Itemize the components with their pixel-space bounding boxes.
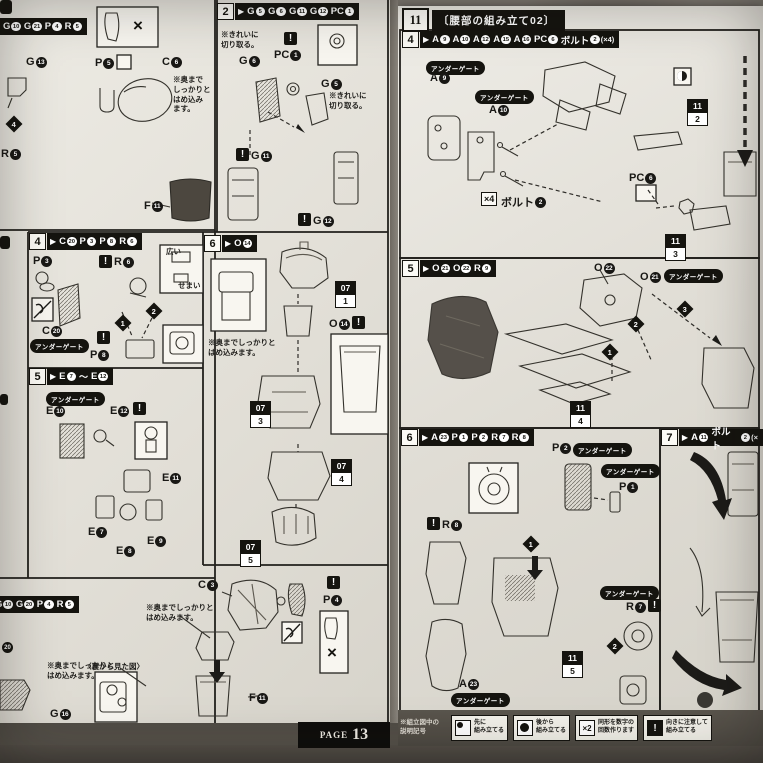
section-title: 〔腰部の組み立て02〕: [432, 9, 566, 31]
legend-item-orientation-warning: ! 向きに注意して 組み立てる: [643, 715, 712, 741]
legend-intro: ※組立図中の 説明記号: [400, 719, 439, 735]
assemble-first-icon: [455, 720, 471, 736]
legend-bar: ※組立図中の 説明記号 先に 組み立てる 後から 組み立てる ×2 同形を数字の…: [398, 710, 763, 746]
legend-item-assemble-first: 先に 組み立てる: [451, 715, 509, 741]
page-label: PAGE: [319, 730, 349, 740]
table-surface-bottom: [0, 745, 763, 763]
page-number-bar: PAGE 13: [298, 722, 390, 748]
section-header: 11 〔腰部の組み立て02〕: [402, 8, 566, 32]
legend-item-repeat-count: ×2 同形を数字の 回数作ります: [575, 715, 639, 741]
section-number: 11: [402, 8, 429, 32]
assemble-later-icon: [517, 720, 534, 736]
orientation-warning-icon: !: [647, 720, 664, 736]
legend-item-assemble-later: 後から 組み立てる: [513, 715, 571, 741]
page-gap: [390, 0, 398, 763]
page-number: 13: [352, 726, 369, 743]
repeat-count-icon: ×2: [579, 720, 596, 736]
